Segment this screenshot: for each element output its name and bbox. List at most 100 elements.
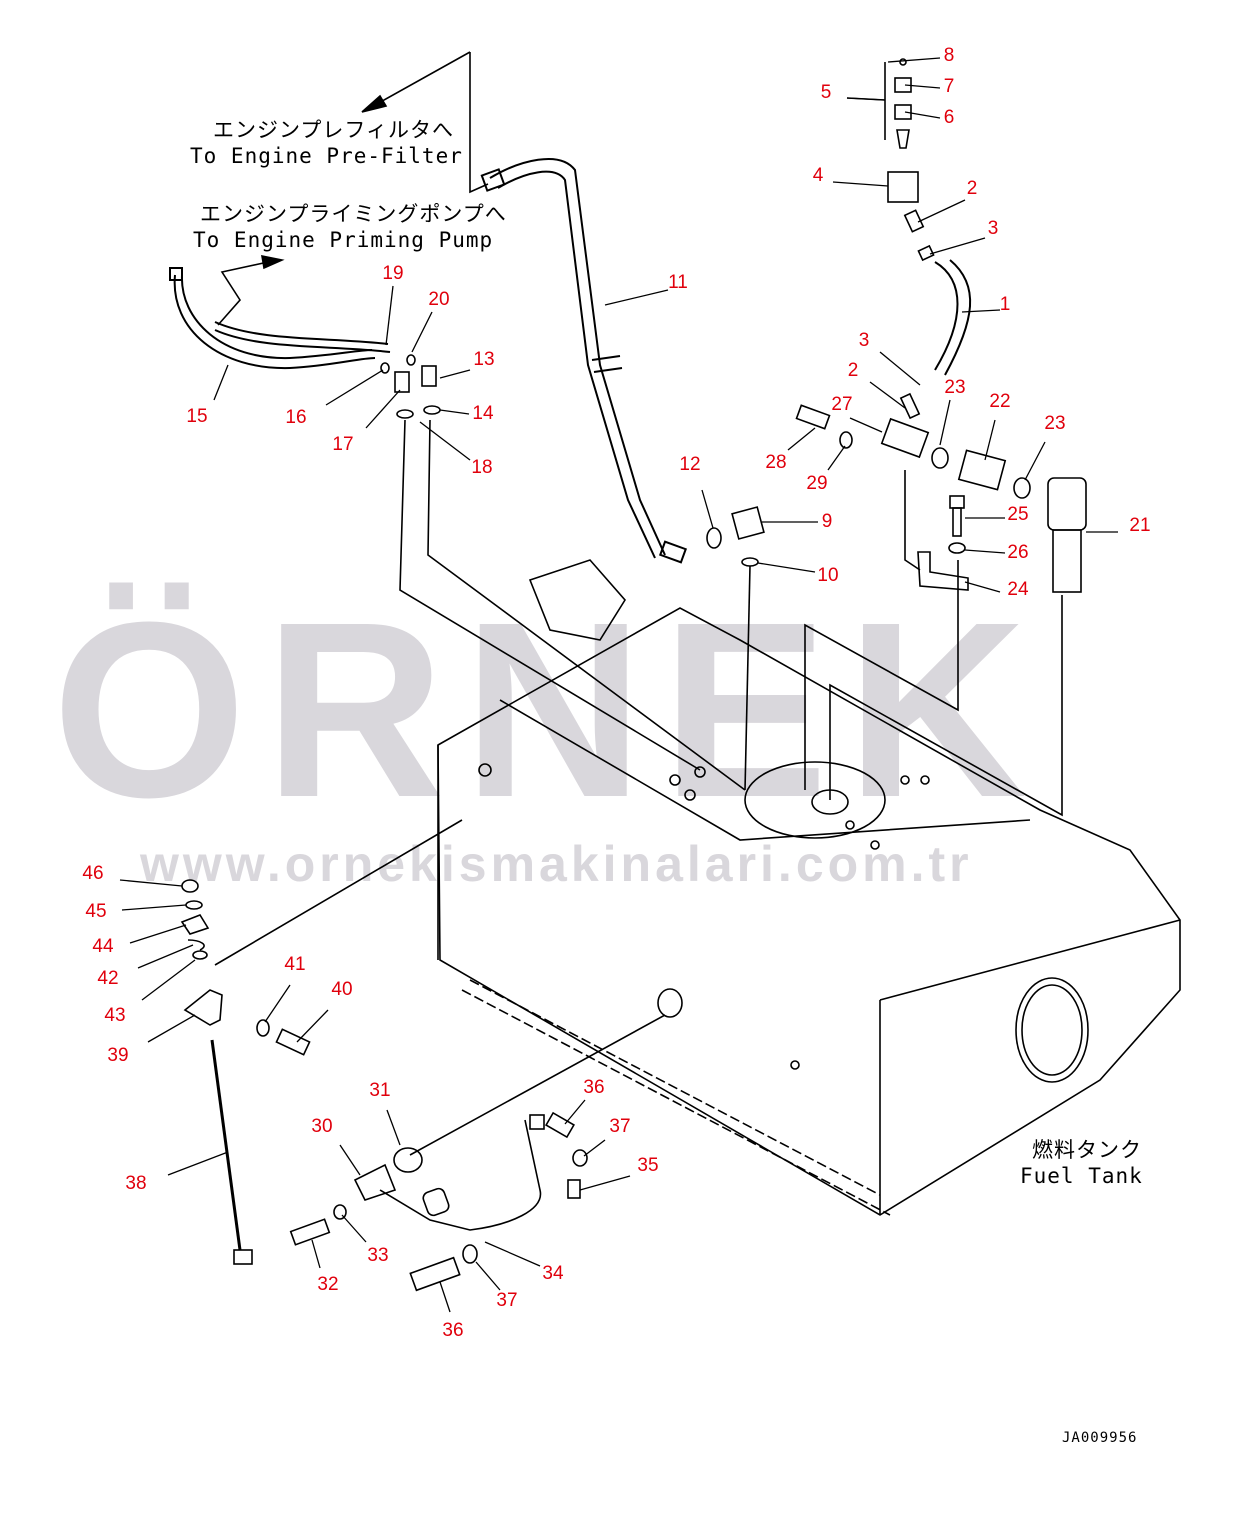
leader-line-10: [757, 562, 816, 573]
watermark-brand: ÖRNEK: [52, 570, 1045, 849]
gauge-assembly: [180, 879, 311, 1265]
callout-part-9: 9: [821, 511, 833, 532]
callout-part-25: 25: [1007, 504, 1029, 525]
leader-line-44: [129, 924, 187, 944]
leader-line-17: [365, 389, 401, 429]
callout-part-43: 43: [104, 1005, 126, 1026]
callout-part-35: 35: [637, 1155, 659, 1176]
callout-part-4: 4: [812, 165, 824, 186]
callout-part-36: 36: [583, 1077, 605, 1098]
leader-line-40: [296, 1009, 329, 1043]
callout-part-23: 23: [1044, 413, 1066, 434]
leader-line-20: [411, 311, 433, 353]
leader-line-23: [1024, 441, 1046, 481]
fuel-tank: [214, 559, 1181, 1216]
callout-part-27: 27: [831, 394, 853, 415]
pre-filter-note-jp: エンジンプレフィルタへ: [213, 118, 454, 142]
leader-line-41: [264, 984, 291, 1023]
leader-line-5: [846, 97, 886, 101]
callout-part-33: 33: [367, 1245, 389, 1266]
callout-part-8: 8: [943, 45, 955, 66]
callout-part-3: 3: [858, 330, 870, 351]
callout-leaders: [119, 57, 1118, 1313]
leader-line-11: [604, 289, 669, 306]
leader-line-22: [984, 419, 996, 461]
leader-line-14: [439, 409, 470, 415]
leader-line-38: [167, 1151, 229, 1176]
callout-part-23: 23: [944, 377, 966, 398]
hose-11: [480, 158, 688, 564]
leader-line-7: [904, 84, 941, 89]
callout-part-38: 38: [125, 1173, 147, 1194]
callout-part-36: 36: [442, 1320, 464, 1341]
callout-part-13: 13: [473, 349, 495, 370]
callout-part-14: 14: [472, 403, 494, 424]
callout-part-18: 18: [471, 457, 493, 478]
hose-15: [169, 267, 391, 370]
callout-part-42: 42: [97, 968, 119, 989]
fuel-tank-note-jp: 燃料タンク: [1032, 1138, 1142, 1162]
leader-line-28: [787, 427, 816, 451]
callout-part-2: 2: [847, 360, 859, 381]
callout-part-15: 15: [186, 406, 208, 427]
leader-line-1: [961, 309, 1001, 313]
leader-line-6: [904, 111, 941, 119]
callout-part-31: 31: [369, 1080, 391, 1101]
leader-line-13: [439, 369, 471, 379]
leader-line-37: [583, 1139, 606, 1157]
callout-part-45: 45: [85, 901, 107, 922]
callout-part-30: 30: [311, 1116, 333, 1137]
priming-pump-note-en: To Engine Priming Pump: [193, 228, 494, 252]
callout-part-29: 29: [806, 473, 828, 494]
callout-part-19: 19: [382, 263, 404, 284]
pre-filter-note-en: To Engine Pre-Filter: [190, 144, 463, 168]
callout-part-10: 10: [817, 565, 839, 586]
callout-part-22: 22: [989, 391, 1011, 412]
leader-line-4: [832, 181, 889, 187]
callout-part-1: 1: [999, 294, 1011, 315]
callout-part-12: 12: [679, 454, 701, 475]
leader-line-23: [939, 399, 951, 446]
leader-line-26: [964, 549, 1006, 554]
leader-line-35: [579, 1175, 631, 1191]
callout-part-2: 2: [966, 178, 978, 199]
callout-part-32: 32: [317, 1274, 339, 1295]
callout-part-5: 5: [820, 82, 832, 103]
callout-part-44: 44: [92, 936, 114, 957]
leader-line-29: [827, 445, 846, 471]
leader-line-42: [137, 944, 194, 969]
fuel-tank-note-en: Fuel Tank: [1020, 1164, 1143, 1188]
priming-pump-note-jp: エンジンプライミングポンプへ: [200, 202, 507, 226]
callout-part-39: 39: [107, 1045, 129, 1066]
filter-assembly: [795, 392, 1087, 817]
elbow-9: [706, 506, 765, 791]
leader-line-24: [964, 581, 1001, 593]
callout-part-6: 6: [943, 107, 955, 128]
leader-line-43: [141, 959, 196, 1001]
leader-line-37: [475, 1261, 501, 1291]
callout-part-16: 16: [285, 407, 307, 428]
callout-part-11: 11: [668, 272, 688, 293]
leader-line-32: [311, 1239, 321, 1269]
leader-line-15: [213, 364, 229, 401]
leader-line-8: [887, 57, 941, 63]
fittings-13-20: [380, 354, 746, 791]
leader-line-3: [929, 237, 986, 255]
leader-line-31: [386, 1109, 401, 1146]
priming-pump-arrow: [217, 254, 285, 326]
leader-line-19: [385, 285, 394, 346]
pre-filter-arrow: [361, 51, 489, 194]
callout-part-20: 20: [428, 289, 450, 310]
leader-line-18: [419, 421, 471, 461]
leader-line-45: [121, 904, 187, 911]
leader-line-34: [484, 1241, 541, 1267]
callout-part-7: 7: [943, 76, 955, 97]
leader-line-36: [439, 1281, 451, 1313]
watermark-url: www.ornekismakinalari.com.tr: [140, 836, 973, 892]
leader-line-12: [701, 489, 714, 529]
callout-part-26: 26: [1007, 542, 1029, 563]
leader-line-30: [339, 1144, 361, 1176]
callout-part-17: 17: [332, 434, 354, 455]
callout-part-34: 34: [542, 1263, 564, 1284]
